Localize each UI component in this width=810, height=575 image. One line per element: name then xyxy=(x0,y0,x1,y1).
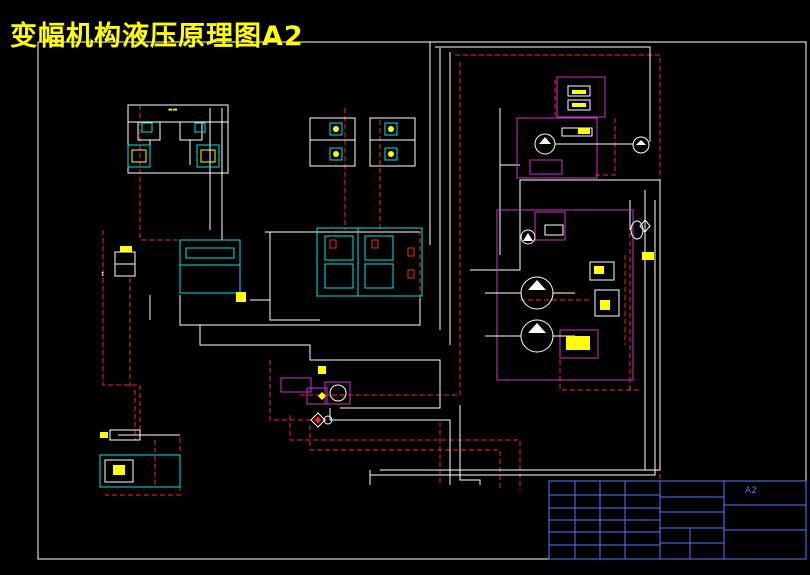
directional-valve-left xyxy=(179,239,241,294)
return-lines xyxy=(102,54,661,560)
main-pump-station xyxy=(496,209,634,381)
svg-text:▬▬: ▬▬ xyxy=(168,107,178,113)
svg-text:↕: ↕ xyxy=(100,271,105,278)
accumulator-right xyxy=(630,219,651,240)
filter-pump-group xyxy=(280,377,351,405)
luffing-cylinder-pair-center xyxy=(309,117,416,167)
luffing-cylinder-pair-left xyxy=(127,104,229,174)
variable-pumps xyxy=(485,224,620,353)
drawing-title: 变幅机构液压原理图A2 xyxy=(10,21,304,52)
bottom-left-valve-group xyxy=(99,454,181,488)
pump-motor-station xyxy=(516,76,606,179)
valve-block-details xyxy=(329,239,415,279)
balance-valve-pair-center xyxy=(329,122,398,161)
title-block-sheet-code: A2 xyxy=(745,486,757,496)
balance-valve-pair-left xyxy=(127,122,220,168)
title-block xyxy=(548,480,807,560)
multi-way-valve-block xyxy=(316,227,423,297)
pressure-lines xyxy=(118,42,661,485)
drawing-frame xyxy=(37,41,807,560)
solenoid-valve-left xyxy=(114,251,136,277)
